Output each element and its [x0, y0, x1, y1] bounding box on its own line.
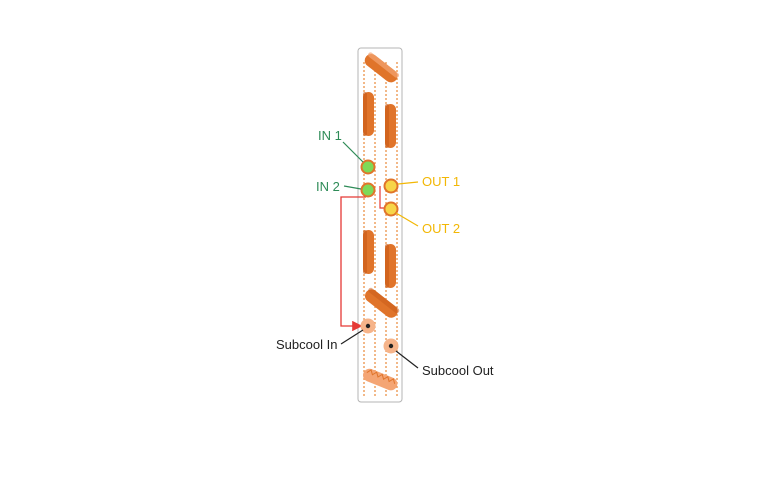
fin-lower-left [363, 230, 374, 274]
leader-in-2 [343, 185, 362, 190]
leader-out-1 [397, 181, 419, 185]
subcool-route-line [340, 196, 366, 332]
label-in-1: IN 1 [318, 128, 342, 143]
fin-subcool-diagonal [363, 368, 398, 391]
fin-lower-right [385, 244, 396, 288]
fins [363, 52, 400, 391]
fin-upper-right [385, 104, 396, 148]
label-subcool-in: Subcool In [276, 337, 337, 352]
fin-bottom-diagonal [364, 287, 400, 318]
port-subcool-out [383, 338, 399, 354]
leader-out-2 [395, 212, 419, 227]
leader-in-1 [342, 141, 364, 163]
fin-top-diagonal [364, 52, 400, 83]
label-out-1: OUT 1 [422, 174, 460, 189]
label-subcool-out: Subcool Out [422, 363, 494, 378]
label-out-2: OUT 2 [422, 221, 460, 236]
port-in-1 [360, 159, 376, 175]
label-in-2: IN 2 [316, 179, 340, 194]
port-in-2 [360, 182, 376, 198]
fin-upper-left [363, 92, 374, 136]
leader-subcool-out [395, 350, 419, 369]
port-out-1 [383, 178, 399, 194]
port-subcool-in [360, 318, 376, 334]
leader-subcool-in [340, 329, 364, 345]
port-out-2 [383, 201, 399, 217]
